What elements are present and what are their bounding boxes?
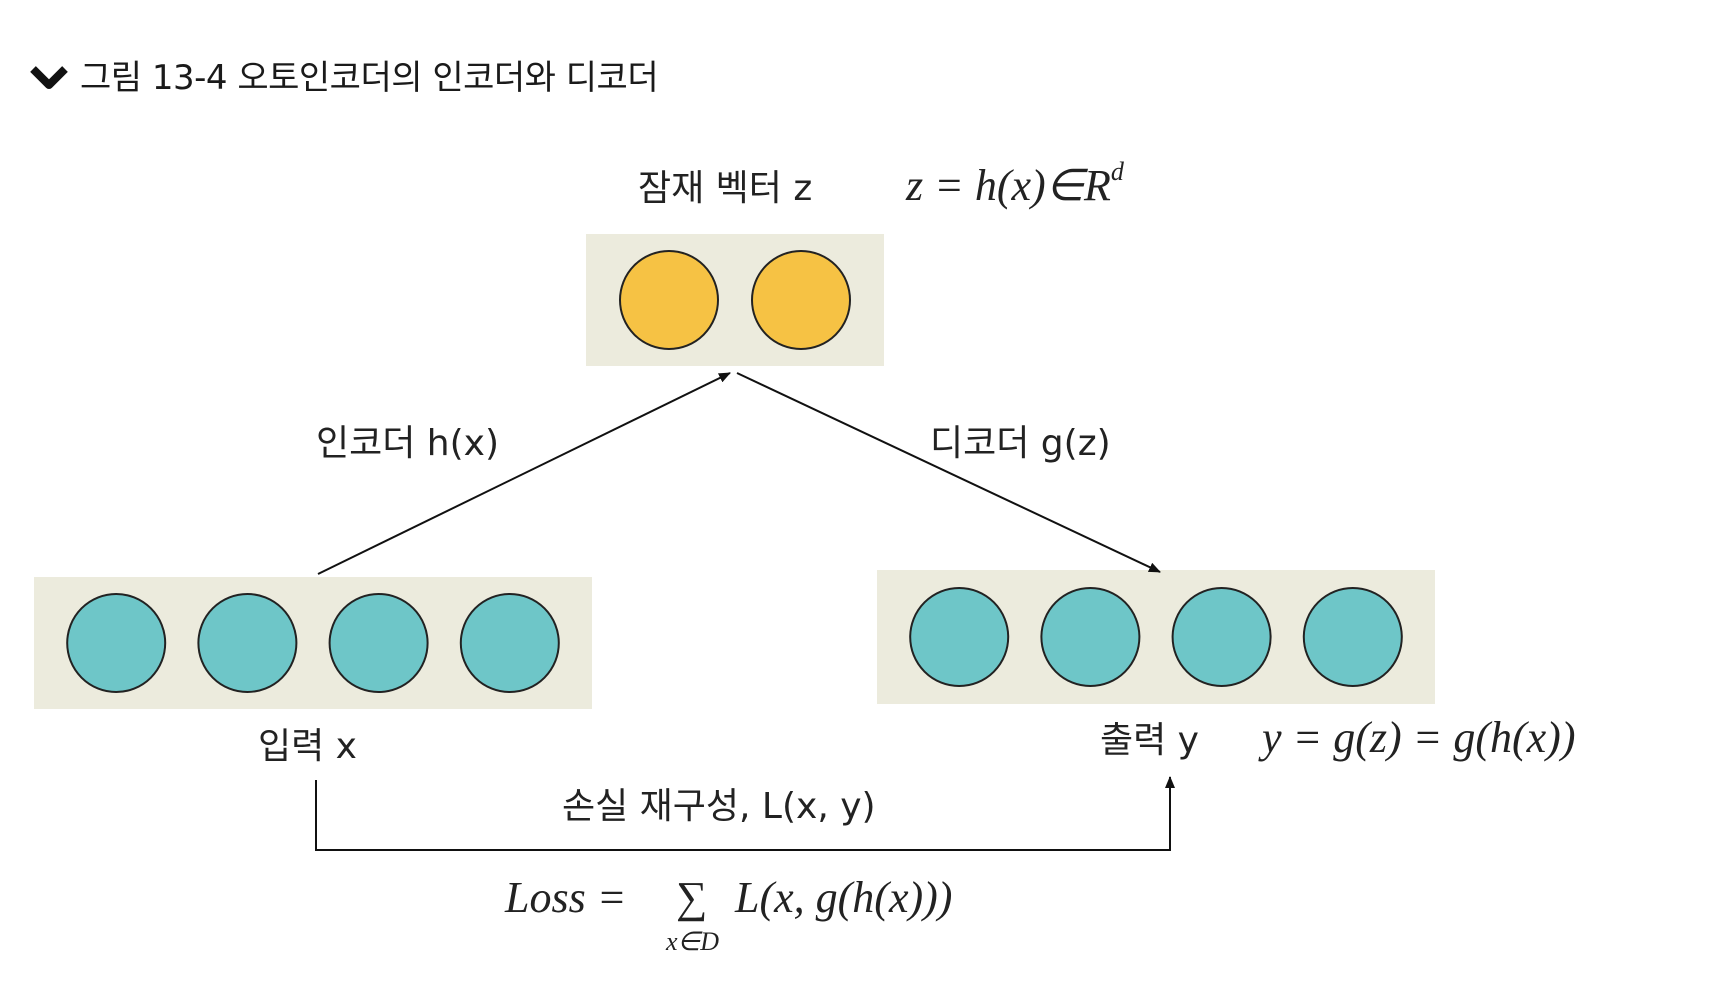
input-node-2 [197,593,298,693]
input-node-4 [459,593,560,693]
caption-text: 그림 13-4 오토인코더의 인코더와 디코더 [80,58,659,98]
decoder-label: 디코더 g(z) [930,423,1111,464]
input-node-3 [328,593,429,693]
latent-formula-superscript: d [1111,157,1125,186]
reconstruction-loss-arrow [315,776,1175,851]
decoder-arrow [736,372,1161,573]
output-nodes [909,587,1403,687]
output-node-3 [1171,587,1272,687]
figure-caption: 그림 13-4 오토인코더의 인코더와 디코더 [30,50,659,100]
encoder-label: 인코더 h(x) [316,423,499,464]
input-node-1 [66,593,167,693]
loss-formula-left: Loss = [504,873,626,922]
output-label: 출력 y [1100,720,1199,761]
chevron-down-icon [30,60,68,100]
latent-vector-label: 잠재 벡터 z [638,168,812,209]
latent-node-2 [751,250,851,350]
output-node-4 [1302,587,1403,687]
latent-node-1 [619,250,719,350]
input-label: 입력 x [258,726,357,767]
latent-nodes [619,250,851,350]
loss-formula-right: L(x, g(h(x))) [734,873,952,922]
output-node-2 [1040,587,1141,687]
loss-sum-symbol: ∑ [676,873,707,922]
input-nodes [66,593,560,693]
latent-formula-main: z = h(x)∈R [905,161,1111,210]
loss-sum-subscript: x∈D [665,927,719,956]
output-formula: y = g(z) = g(h(x)) [1258,713,1575,762]
encoder-arrow [317,372,731,575]
output-node-1 [909,587,1010,687]
latent-formula: z = h(x)∈Rd [905,157,1125,210]
reconstruction-loss-label: 손실 재구성, L(x, y) [562,786,876,827]
